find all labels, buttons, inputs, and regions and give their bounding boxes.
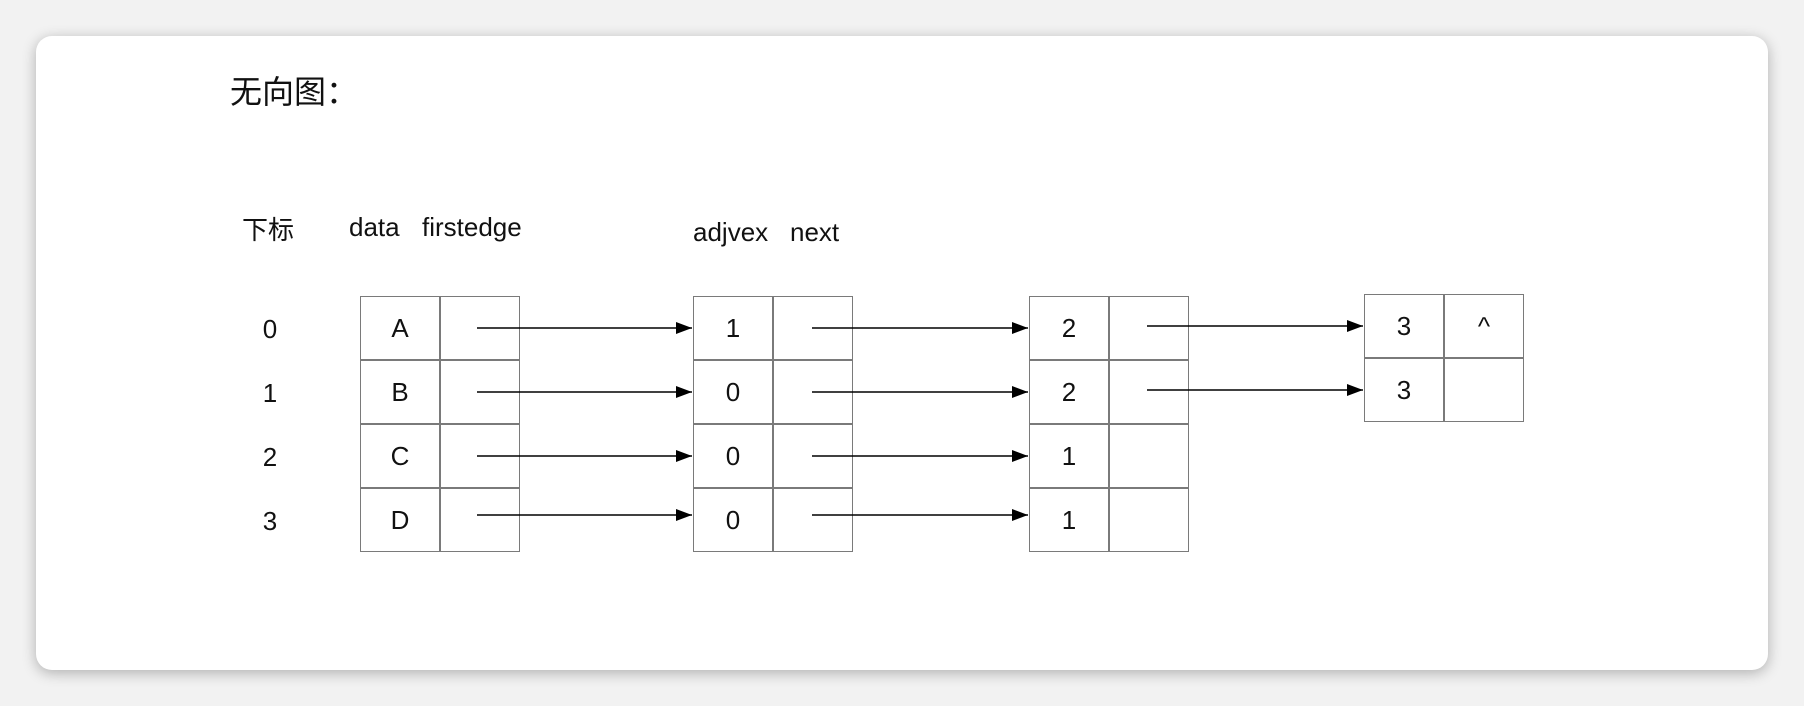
next-cell [1109,296,1189,360]
firstedge-header: firstedge [422,212,522,242]
firstedge-cell [440,488,520,552]
adjvex-cell: 0 [693,360,773,424]
index-label: 2 [262,442,278,472]
firstedge-cell [440,296,520,360]
next-cell-null: ^ [1444,294,1524,358]
diagram-title: 无向图： [230,73,359,111]
adjvex-cell: 2 [1029,360,1109,424]
adjvex-cell: 1 [1029,424,1109,488]
adjvex-cell: 2 [1029,296,1109,360]
adjvex-cell: 1 [693,296,773,360]
firstedge-cell [440,424,520,488]
next-cell [773,488,853,552]
index-label: 3 [262,506,278,536]
next-cell [773,424,853,488]
adjvex-header: adjvex [693,217,769,247]
adjvex-cell: 1 [1029,488,1109,552]
index-label: 1 [262,378,278,408]
next-cell [773,296,853,360]
vertex-data-cell: C [360,424,440,488]
vertex-data-cell: A [360,296,440,360]
next-header: next [790,217,840,247]
index-header: 下标 [242,216,295,246]
firstedge-cell [440,360,520,424]
next-cell [1109,424,1189,488]
adjvex-cell: 3 [1364,358,1444,422]
index-label: 0 [262,314,278,344]
next-cell [1109,360,1189,424]
adjvex-cell: 3 [1364,294,1444,358]
vertex-data-cell: D [360,488,440,552]
adjvex-cell: 0 [693,424,773,488]
next-cell [1109,488,1189,552]
next-cell [1444,358,1524,422]
vertex-data-cell: B [360,360,440,424]
adjvex-cell: 0 [693,488,773,552]
data-header: data [349,212,400,242]
next-cell [773,360,853,424]
